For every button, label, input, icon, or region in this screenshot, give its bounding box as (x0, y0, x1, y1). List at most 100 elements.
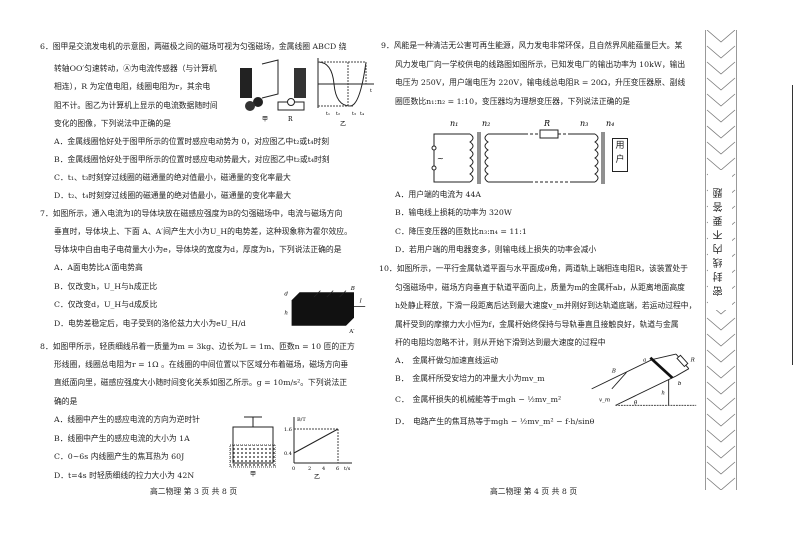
chevron-mark (706, 365, 736, 379)
fig-label: t₃ (352, 111, 356, 117)
q7-line: 垂直时，导体块上、下面 A、A′间产生大小为U_H的电势差，这种现象称为霍尔效应… (54, 227, 352, 236)
chevron-mark (706, 125, 736, 139)
q7-option-d: D．电势差稳定后，电子受到的洛伦兹力大小为eU_H/d (54, 319, 246, 328)
q8-option-d: D．t=4s 时轻质细线的拉力大小为 42N (54, 471, 195, 480)
chevron-mark (706, 429, 736, 443)
q9-line: 风力发电厂向一学校供电的线路图如图所示，已知发电厂的输出功率为 10kW，输出 (395, 60, 686, 69)
q10-option-d: D． 电路产生的焦耳热等于mgh − ½mv_m² − f·h/sinθ (395, 417, 595, 426)
q8-line: 形线圈，线圈总电阻为r = 1Ω 。在线圈的中间位置以下区域分布着磁场，磁场方向… (54, 360, 349, 369)
hall-block-figure: d h B I A′ (284, 286, 366, 334)
fig-label: n₃ (580, 119, 588, 128)
q6-line: 相连），R 为定值电阻，线圈电阻为r，其余电 (54, 82, 211, 91)
chevron-mark (706, 45, 736, 59)
fig-label: θ (634, 400, 638, 406)
fig-label: h (284, 311, 288, 317)
fig-label: B (350, 286, 355, 292)
b-t-graph: B/T 1.6 0.4 0 2 4 6 t/s 乙 (284, 417, 352, 481)
chevron-mark (706, 93, 736, 107)
q10-line: 10．如图所示，一平行金属轨道平面与水平面成θ角，两道轨上端相连电阻R，该装置处… (379, 264, 688, 273)
chevron-mark (706, 317, 736, 331)
q10-option-c: C． 金属杆损失的机械能等于mgh − ½mv_m² (395, 395, 562, 404)
tick-label: 0.4 (284, 451, 292, 457)
tick-label: 0 (292, 466, 295, 472)
fig-label: v_m (599, 398, 610, 404)
q8-option-b: B．线圈中产生的感应电流的大小为 1A (54, 434, 190, 443)
q6-line: 转轴OO′匀速转动，Ⓐ为电流传感器（与计算机 (54, 64, 217, 73)
chevron-mark (706, 333, 736, 347)
q7-line: 导体块中自由电子电荷量大小为e，导体块的宽度为d，厚度为h，下列说法正确的是 (54, 245, 342, 254)
fig-label: B (611, 368, 616, 374)
fig-label: 乙 (314, 474, 320, 481)
q9-option-b: B．输电线上损耗的功率为 320W (395, 208, 512, 217)
fig-label: 甲 (262, 116, 268, 123)
fig-label: 乙 (340, 121, 346, 128)
q9-option-c: C．降压变压器的匝数比n₃:n₄ = 11:1 (395, 227, 527, 236)
q9-option-a: A．用户端的电流为 44A (395, 190, 482, 199)
chevron-mark (706, 413, 736, 427)
chevron-mark (706, 61, 736, 75)
fig-label: n₁ (450, 119, 458, 128)
tick-label: 4 (322, 466, 325, 472)
fig-label: n₂ (482, 119, 490, 128)
q6-option-c: C．t₁、t₃时刻穿过线圈的磁通量的绝对值最小，磁通量的变化率最大 (54, 173, 291, 182)
chevron-mark (706, 77, 736, 91)
q10-line: h处静止释放，下滑一段距离后达到最大速度v_m并刚好到达轨道底端，若运动过程中， (395, 301, 697, 310)
q9-line: 9．风能是一种清洁无公害可再生能源，风力发电非常环保，且自然界风能蕴量巨大。某 (381, 41, 683, 50)
q8-option-a: A．线圈中产生的感应电流的方向为逆时针 (54, 415, 200, 424)
fig-label: I (359, 299, 363, 305)
q7-option-b: B．仅改变h，U_H与h成正比 (54, 282, 158, 291)
generator-figure: 甲 R (240, 59, 306, 123)
chevron-mark (706, 349, 736, 363)
page-footer: 高二物理 第 4 页 共 8 页 (490, 487, 578, 496)
user-load-box: 用户 (612, 138, 628, 172)
fig-label: t₁ (326, 111, 330, 117)
axis-label: B/T (297, 417, 306, 423)
fig-label: t₄ (360, 111, 364, 117)
q8-line: 直纸面向里，磁感应强度大小随时间变化关系如图乙所示。g = 10m/s²。下列说… (54, 378, 348, 387)
fig-label: t₂ (336, 111, 340, 117)
axis-label: t/s (344, 466, 351, 472)
q7-line: 7．如图所示，通入电流为I的导体块放在磁感应强度为B的匀强磁场中，电流与磁场方向 (40, 209, 343, 218)
q7-option-a: A．A面电势比A′面电势高 (54, 263, 143, 272)
fig-label: h (661, 390, 665, 396)
transmission-circuit: ~ n₁ n₂ R n₃ n₄ (431, 119, 614, 184)
page-footer: 高二物理 第 3 页 共 8 页 (150, 487, 238, 496)
q6-line: 6．图甲是交流发电机的示意图，两磁极之间的磁场可视为匀强磁场，金属线圈 ABCD… (40, 42, 347, 51)
q6-option-a: A．金属线圈恰好处于图甲所示的位置时感应电动势为 0，对应图乙中t₂或t₄时刻 (54, 137, 330, 146)
fig-label: R (543, 119, 550, 128)
chevron-mark (706, 477, 736, 490)
q7-option-c: C．仅改变d，U_H与d成反比 (54, 300, 158, 309)
q8-line: 8．如图甲所示，轻质细线吊着一质量为m = 3kg、边长为L = 1m、匝数n … (40, 342, 355, 351)
chevron-mark (706, 381, 736, 395)
fig-label: t (370, 88, 372, 94)
ac-source-icon: ~ (437, 154, 444, 163)
seal-line-notice: 密封线内不要答题 (708, 170, 732, 310)
q9-line: 圈匝数比n₁:n₂ = 1:10，变压器均为理想变压器，下列说法正确的是 (395, 97, 631, 106)
chevron-mark (706, 30, 736, 43)
q8-option-c: C．0~6s 内线圈产生的焦耳热为 60J (54, 452, 185, 461)
fig-label: 甲 (250, 471, 256, 477)
chevron-mark (706, 141, 736, 155)
fig-label: a (643, 357, 646, 363)
q6-line: 阻不计。图乙为计算机上显示的电流数据随时间 (54, 101, 218, 110)
q8-line: 确的是 (54, 397, 78, 406)
chevron-mark (706, 445, 736, 459)
q10-option-b: B． 金属杆所受安培力的冲量大小为mv_m (395, 374, 545, 383)
chevron-mark (706, 157, 736, 171)
chevron-mark (706, 461, 736, 475)
tick-label: 6 (336, 466, 339, 472)
fig-label: d (284, 291, 288, 297)
q6-option-b: B．金属线圈恰好处于图甲所示的位置时感应电动势最大，对应图乙中t₂或t₄时刻 (54, 155, 330, 164)
q10-option-a: A． 金属杆做匀加速直线运动 (395, 356, 499, 365)
q6-option-d: D．t₂、t₄时刻穿过线圈的磁通量的绝对值最小，磁通量的变化率最大 (54, 191, 292, 200)
fig-label: A′ (348, 329, 355, 334)
fig-label: R (690, 357, 695, 363)
q10-line: 杆的电阻均忽略不计，则从开始下滑到达到最大速度的过程中 (395, 338, 606, 347)
q10-line: 属杆受到的摩擦力大小恒为f，金属杆始终保持与导轨垂直且接触良好，轨道与金属 (395, 320, 679, 329)
current-graph: t₁ t₂ t₃ t₄ t 乙 (317, 58, 374, 128)
q9-line: 电压为 250V，用户端电压为 220V，输电线总电阻R = 20Ω，升压变压器… (395, 78, 686, 87)
fig-label: n₄ (606, 119, 614, 128)
chevron-mark (706, 109, 736, 123)
q10-line: 匀强磁场中，磁场方向垂直于轨道平面向上，质量为m的金属杆ab，从距离地面高度 (395, 283, 685, 292)
q9-option-d: D．若用户端的用电器变多，则输电线上损失的功率会减小 (395, 245, 597, 254)
